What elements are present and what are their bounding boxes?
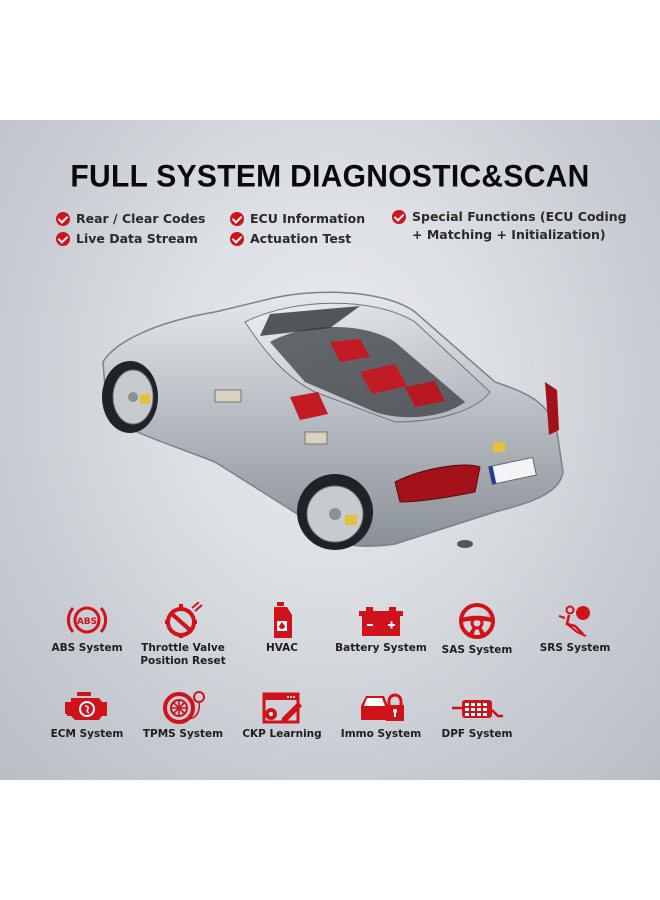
- system-label: TPMS System: [142, 728, 224, 740]
- system-ecm: ECM System: [37, 690, 137, 741]
- system-label: Immo System: [340, 728, 422, 740]
- check-circle-icon: [230, 212, 244, 226]
- abs-icon: ABS: [66, 606, 108, 634]
- feature-item-ecu-information: ECU Information: [230, 210, 365, 228]
- system-sas: SAS System: [427, 602, 527, 657]
- throttle-valve-icon: [165, 602, 203, 638]
- system-immo: Immo System: [331, 690, 431, 741]
- system-battery: Battery System: [331, 602, 431, 655]
- feature-label-line1: Special Functions (ECU Coding: [412, 209, 627, 224]
- feature-label-line2: + Matching + Initialization): [412, 227, 606, 242]
- feature-label: ECU Information: [250, 211, 366, 226]
- system-label: SRS System: [539, 642, 611, 654]
- system-label: HVAC: [265, 642, 299, 654]
- system-label: Battery System: [335, 642, 427, 654]
- feature-item-actuation-test: Actuation Test: [230, 230, 351, 248]
- system-srs: SRS System: [525, 602, 625, 655]
- feature-item-read-clear-codes: Rear / Clear Codes: [56, 210, 206, 228]
- system-abs: ABS ABS System: [37, 602, 137, 655]
- feature-label: Rear / Clear Codes: [76, 211, 206, 226]
- system-hvac: HVAC: [232, 602, 332, 655]
- feature-label: Actuation Test: [250, 231, 352, 246]
- system-label-line2: Position Reset: [140, 654, 226, 667]
- system-label: CKP Learning: [242, 728, 322, 740]
- window-pencil-gear-icon: [262, 692, 302, 724]
- system-dpf: DPF System: [427, 690, 527, 741]
- feature-item-special-functions: Special Functions (ECU Coding + Matching…: [392, 208, 627, 244]
- system-label: DPF System: [441, 728, 513, 740]
- battery-icon: [359, 607, 403, 636]
- engine-icon: [65, 692, 107, 720]
- check-circle-icon: [56, 232, 70, 246]
- system-label-line1: Throttle Valve: [141, 642, 225, 654]
- rear-wheel: [297, 474, 373, 550]
- check-circle-icon: [230, 232, 244, 246]
- steering-wheel-icon: [459, 603, 495, 639]
- system-label: SAS System: [441, 644, 513, 656]
- feature-label: Live Data Stream: [76, 231, 198, 246]
- check-circle-icon: [392, 210, 406, 224]
- system-throttle-valve: Throttle Valve Position Reset: [133, 602, 233, 667]
- particulate-filter-icon: [452, 700, 503, 718]
- page-title: FULL SYSTEM DIAGNOSTIC&SCAN: [70, 159, 590, 194]
- system-tpms: TPMS System: [133, 690, 233, 741]
- system-label: ECM System: [50, 728, 124, 740]
- feature-item-live-data-stream: Live Data Stream: [56, 230, 198, 248]
- front-wheel: [102, 361, 158, 433]
- airbag-icon: [558, 605, 590, 637]
- coolant-canister-icon: [274, 602, 292, 638]
- system-ckp: CKP Learning: [232, 690, 332, 741]
- check-circle-icon: [56, 212, 70, 226]
- car-cutaway-illustration: [95, 282, 570, 552]
- system-label: ABS System: [51, 642, 123, 654]
- car-lock-icon: [361, 693, 404, 721]
- tire-pressure-icon: [163, 691, 205, 724]
- svg-text:ABS: ABS: [77, 617, 97, 627]
